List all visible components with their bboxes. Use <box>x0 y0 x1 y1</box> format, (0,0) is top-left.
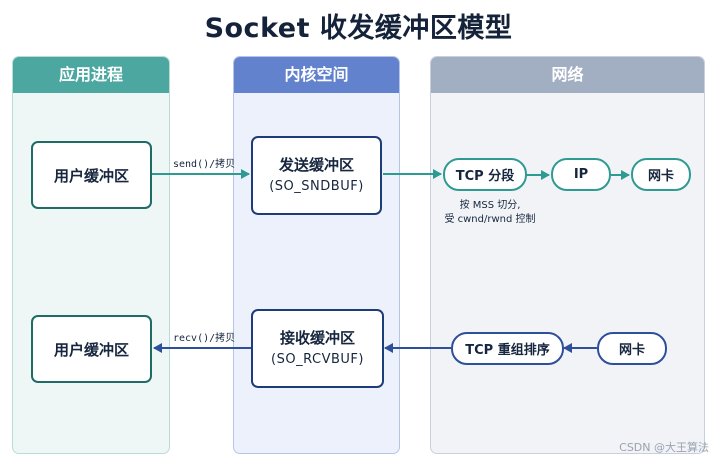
column-app-process: 应用进程 <box>12 56 170 454</box>
tcp-segment-node: TCP 分段 <box>443 158 527 191</box>
user-buffer-recv: 用户缓冲区 <box>31 315 152 383</box>
send-buffer-option: (SO_SNDBUF) <box>269 178 364 194</box>
nic-recv-node: 网卡 <box>597 332 667 365</box>
send-buffer-label: 发送缓冲区 <box>278 155 354 174</box>
nic-recv-label: 网卡 <box>618 343 645 358</box>
recv-buffer: 接收缓冲区 (SO_RCVBUF) <box>251 309 384 388</box>
send-buffer: 发送缓冲区 (SO_SNDBUF) <box>251 136 382 215</box>
column-network-header: 网络 <box>431 57 704 93</box>
segment-note-line2: 受 cwnd/rwnd 控制 <box>444 214 536 225</box>
diagram-title: Socket 收发缓冲区模型 <box>204 13 513 44</box>
ip-node: IP <box>551 158 611 191</box>
segment-note-line1: 按 MSS 切分, <box>459 200 521 211</box>
recv-copy-label: recv()/拷贝 <box>173 333 236 344</box>
user-buffer-send: 用户缓冲区 <box>31 141 152 209</box>
column-network: 网络 <box>430 56 705 454</box>
recv-buffer-option: (SO_RCVBUF) <box>271 351 364 367</box>
watermark: CSDN @大王算法 <box>619 441 709 454</box>
user-buffer-send-label: 用户缓冲区 <box>53 166 129 185</box>
segment-note: 按 MSS 切分, 受 cwnd/rwnd 控制 <box>430 199 550 227</box>
user-buffer-recv-label: 用户缓冲区 <box>53 340 129 359</box>
column-kernel-header: 内核空间 <box>234 57 399 93</box>
send-copy-label: send()/拷贝 <box>173 159 236 170</box>
nic-send-label: 网卡 <box>647 169 674 184</box>
tcp-reorder-label: TCP 重组排序 <box>465 343 550 358</box>
column-app-header: 应用进程 <box>13 57 169 93</box>
nic-send-node: 网卡 <box>631 158 691 191</box>
recv-buffer-label: 接收缓冲区 <box>279 328 355 347</box>
ip-label: IP <box>573 167 589 182</box>
tcp-segment-label: TCP 分段 <box>455 169 515 184</box>
tcp-reorder-node: TCP 重组排序 <box>451 332 564 365</box>
